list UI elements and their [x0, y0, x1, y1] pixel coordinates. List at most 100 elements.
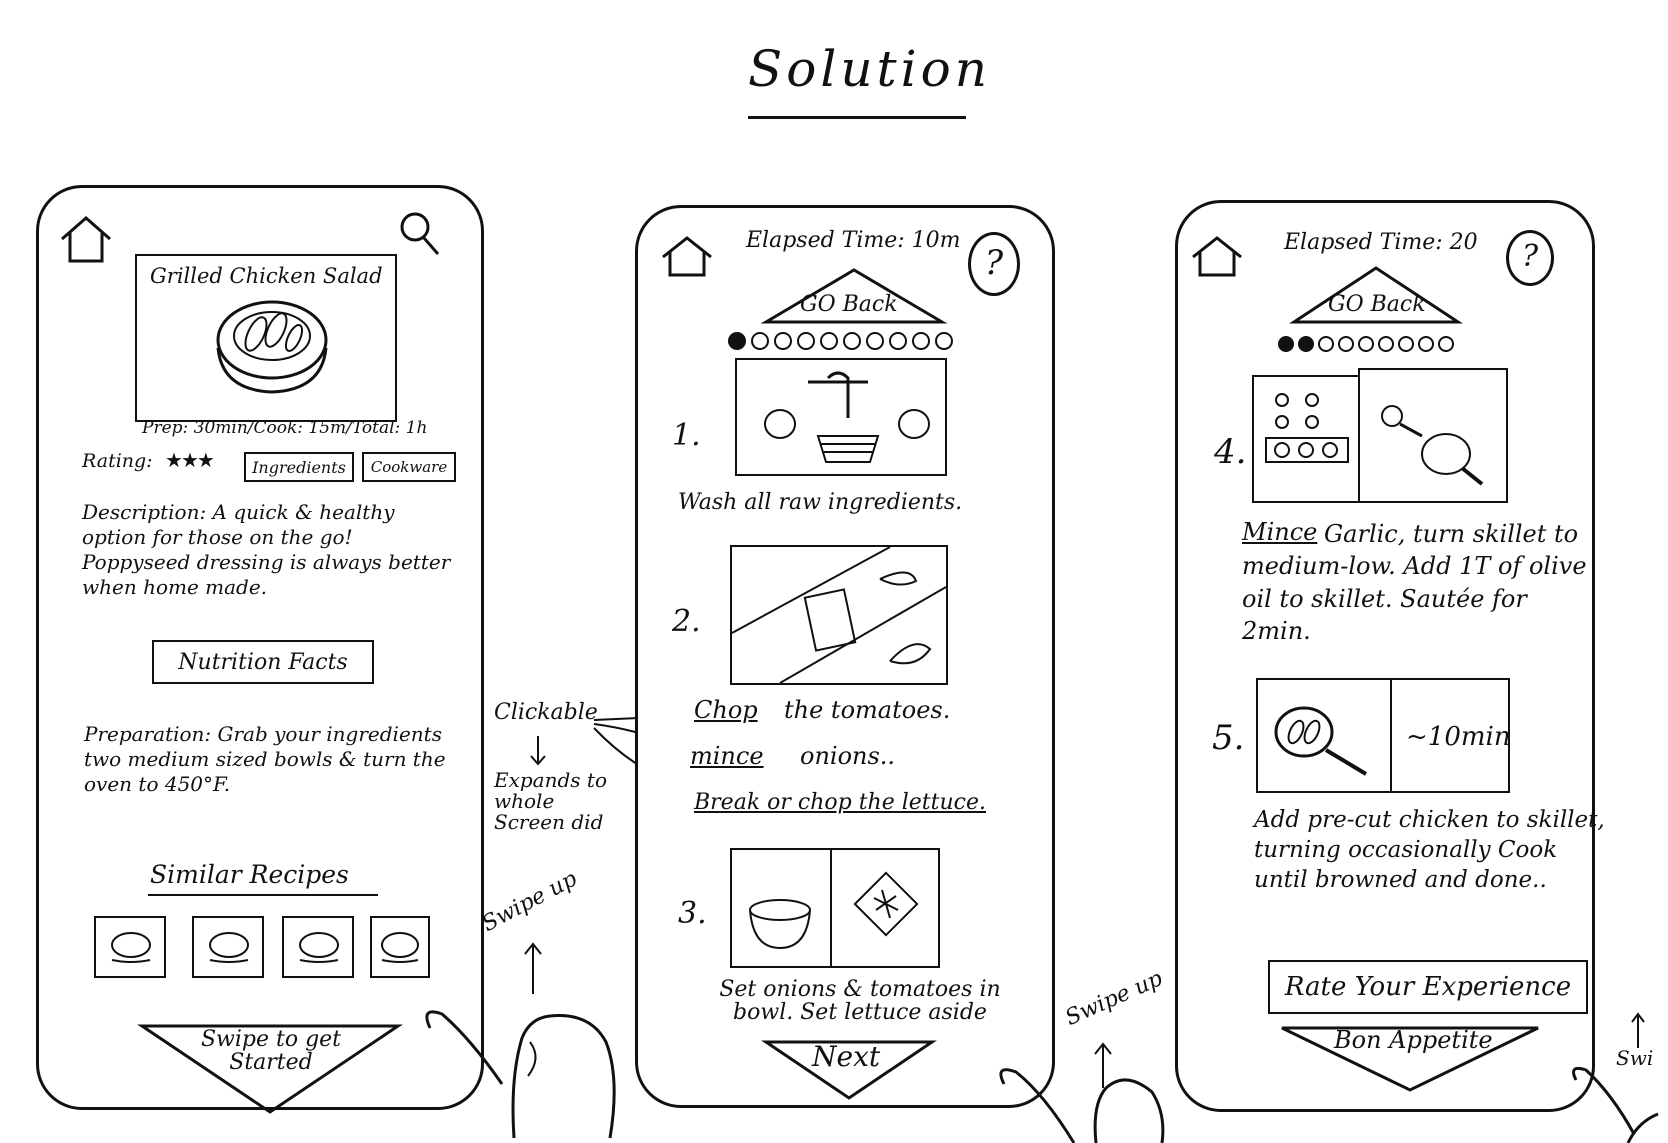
progress-dot	[774, 332, 792, 350]
step-number: 5.	[1212, 718, 1245, 758]
progress-dot	[1438, 336, 1454, 352]
star-icon: ★	[196, 448, 215, 472]
home-icon[interactable]	[1190, 235, 1244, 279]
lettuce-icon	[853, 871, 919, 937]
swipe-up-annotation: Swi	[1616, 1046, 1654, 1070]
rating-label: Rating:	[82, 450, 153, 472]
swipe-up-annotation: Swipe up	[1061, 966, 1167, 1031]
bon-appetite-label[interactable]: Bon Appetite	[1334, 1026, 1493, 1054]
step3-text: Set onions & tomatoes in bowl. Set lettu…	[719, 977, 1001, 1026]
dish-icon	[111, 932, 151, 963]
bowl-icon	[749, 899, 811, 950]
go-back-triangle[interactable]	[1288, 266, 1464, 324]
similar-recipes-heading: Similar Recipes	[150, 860, 349, 889]
rating-stars[interactable]: ★★★	[165, 448, 215, 472]
go-back-label[interactable]: GO Back	[1328, 292, 1426, 317]
faucet-icon	[764, 371, 930, 463]
down-arrow-icon	[530, 736, 546, 766]
go-back-triangle[interactable]	[760, 268, 948, 324]
bon-appetite-triangle[interactable]	[1280, 1026, 1540, 1092]
step2-line3-text[interactable]: Break or chop the lettuce.	[694, 790, 986, 815]
progress-dot-filled	[1298, 336, 1314, 352]
star-icon: ★	[165, 448, 183, 472]
nutrition-facts-button[interactable]: Nutrition Facts	[152, 640, 374, 684]
ingredients-button[interactable]: Ingredients	[244, 452, 354, 482]
step-number: 3.	[678, 896, 707, 931]
step5-timer: ~10min	[1406, 722, 1511, 752]
next-label[interactable]: Next	[812, 1040, 881, 1073]
clickable-annotation: Clickable	[494, 700, 598, 725]
progress-dot	[820, 332, 838, 350]
elapsed-time: Elapsed Time: 20	[1284, 230, 1478, 255]
cookware-button[interactable]: Cookware	[362, 452, 456, 482]
dish-icon	[299, 932, 339, 963]
rate-experience-button[interactable]: Rate Your Experience	[1268, 960, 1588, 1014]
step2-link-mince[interactable]: mince	[690, 742, 764, 770]
step5-timer-box[interactable]	[1390, 678, 1510, 793]
title-underline	[748, 116, 966, 119]
progress-dot	[1418, 336, 1434, 352]
progress-dot	[797, 332, 815, 350]
similar-recipe-thumb[interactable]	[370, 916, 430, 978]
similar-recipe-thumb[interactable]	[282, 916, 354, 978]
step2-image[interactable]	[730, 545, 948, 685]
progress-dot	[1318, 336, 1334, 352]
step-progress-dots	[1278, 336, 1454, 352]
chopping-board-icon	[731, 546, 947, 684]
step4-image-right[interactable]	[1358, 368, 1508, 503]
swipe-start-label[interactable]: Swipe to get Started	[200, 1027, 342, 1076]
frying-pan-icon	[1274, 706, 1368, 776]
step4-text: Garlic, turn skillet to medium-low. Add …	[1242, 520, 1587, 646]
up-arrow-icon	[1094, 1042, 1112, 1088]
step4-link-mince[interactable]: Mince	[1242, 518, 1318, 546]
step5-text: Add pre-cut chicken to skillet, turning …	[1254, 807, 1605, 893]
up-arrow-icon	[524, 942, 542, 994]
search-icon[interactable]	[398, 210, 442, 258]
progress-dot	[1378, 336, 1394, 352]
next-triangle[interactable]	[761, 1040, 937, 1100]
page-title: Solution	[748, 40, 991, 98]
progress-dot	[1398, 336, 1414, 352]
swipe-up-annotation: Swipe up	[478, 866, 582, 937]
similar-recipe-thumb[interactable]	[94, 916, 166, 978]
recipe-image-card[interactable]	[135, 254, 397, 422]
hand-icon	[999, 1068, 1165, 1143]
phone-screen-steps-1	[635, 205, 1055, 1108]
similar-recipe-thumb[interactable]	[192, 916, 264, 978]
home-icon[interactable]	[660, 235, 714, 279]
salad-bowl-icon	[216, 300, 328, 394]
help-button[interactable]: ?	[968, 232, 1020, 296]
star-icon: ★	[180, 448, 199, 472]
progress-dot	[1338, 336, 1354, 352]
hand-icon	[1572, 1066, 1659, 1143]
go-back-label[interactable]: GO Back	[800, 292, 898, 317]
dish-icon	[209, 932, 249, 963]
step1-text: Wash all raw ingredients.	[678, 490, 963, 515]
step2-link-chop[interactable]: Chop	[694, 696, 758, 724]
step-number: 1.	[672, 418, 701, 453]
up-arrow-icon	[1631, 1012, 1645, 1048]
step3-image-right[interactable]	[830, 848, 940, 968]
progress-dot	[1358, 336, 1374, 352]
progress-dot	[912, 332, 930, 350]
step-number: 2.	[672, 604, 701, 639]
progress-dot	[843, 332, 861, 350]
step1-image[interactable]	[735, 358, 947, 476]
step2-line2-text: onions..	[800, 742, 896, 770]
expands-annotation: Expands to whole Screen did	[494, 768, 607, 834]
skillet-icon	[1381, 405, 1484, 486]
recipe-title: Grilled Chicken Salad	[150, 264, 383, 288]
stove-icon	[1265, 393, 1349, 463]
step-progress-dots	[728, 332, 953, 350]
help-button[interactable]: ?	[1506, 230, 1554, 286]
elapsed-time: Elapsed Time: 10m	[746, 228, 961, 253]
swipe-start-triangle[interactable]	[137, 1022, 403, 1114]
recipe-description: Description: A quick & healthy option fo…	[82, 500, 451, 599]
progress-dot	[889, 332, 907, 350]
home-icon[interactable]	[58, 215, 114, 265]
hand-icon	[425, 1010, 616, 1139]
preparation-text: Preparation: Grab your ingredients two m…	[84, 722, 446, 796]
progress-dot-filled	[728, 332, 746, 350]
progress-dot	[866, 332, 884, 350]
progress-dot	[751, 332, 769, 350]
